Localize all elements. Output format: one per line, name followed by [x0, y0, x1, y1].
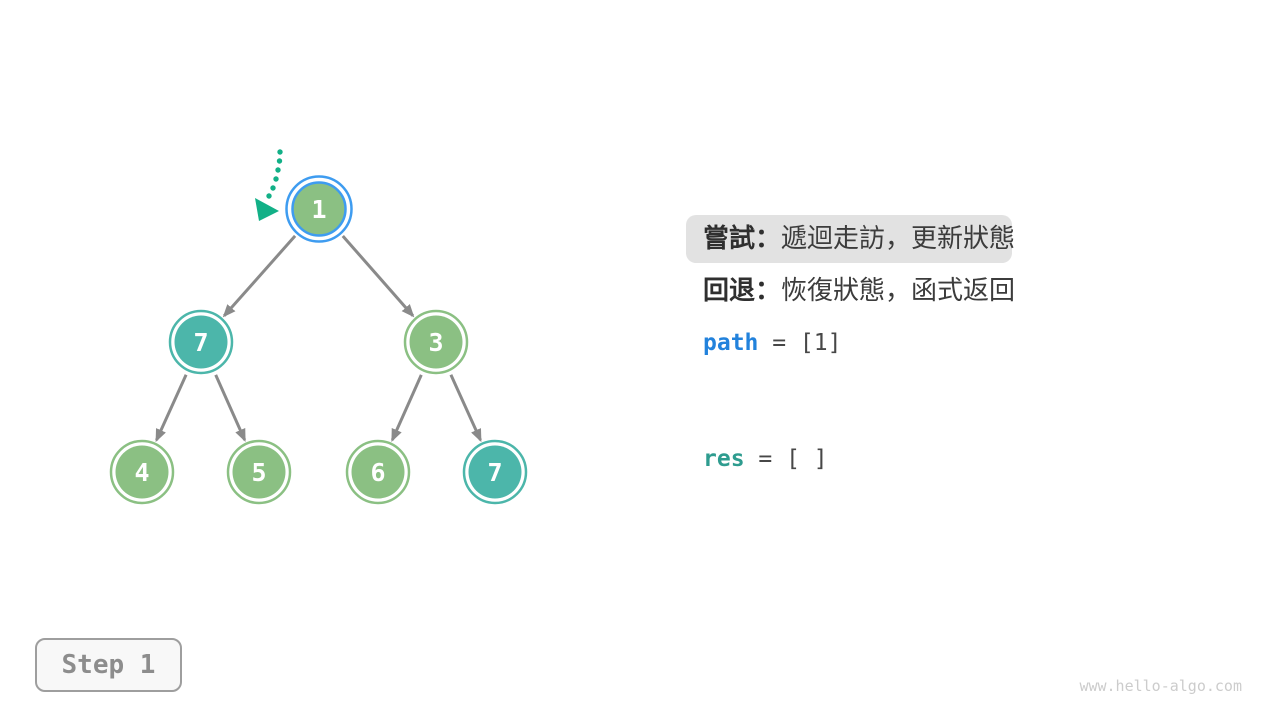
edge-3-to-6: [390, 374, 423, 442]
backtrack-label: 回退：: [703, 276, 782, 306]
node-ring: [109, 439, 175, 505]
path-value: = [1]: [758, 330, 842, 356]
tree-node-7-left: 7: [168, 309, 234, 375]
node-value: 7: [487, 458, 502, 487]
res-state-line: res = [ ]: [703, 445, 828, 473]
tree-node-1-current: 1: [285, 175, 353, 243]
backtrack-annotation: 回退：恢復狀態，函式返回: [703, 267, 1015, 315]
node-ring: [226, 439, 292, 505]
edge-7-to-4: [155, 374, 188, 443]
try-highlight-box: [686, 215, 1012, 263]
res-variable: res: [703, 446, 745, 472]
tree-node-6: 6: [345, 439, 411, 505]
binary-tree-diagram: 1 7 3 4 5 6 7: [109, 149, 528, 505]
node-circle: [232, 445, 286, 499]
path-state-line: path = [1]: [703, 329, 841, 357]
step-badge: Step 1: [35, 638, 182, 692]
node-value: 4: [134, 458, 149, 487]
pointer-dot: [276, 158, 283, 164]
tree-edges: [155, 234, 482, 443]
edge-1-to-3: [341, 235, 415, 318]
res-value: = [ ]: [744, 446, 828, 472]
node-circle: [351, 445, 405, 499]
step-label: Step 1: [61, 650, 156, 680]
current-node-pointer-arrow: [255, 149, 283, 221]
node-circle: [291, 181, 347, 237]
tree-node-7-right: 7: [462, 439, 528, 505]
watermark: www.hello-algo.com: [1079, 677, 1242, 695]
pointer-dot: [266, 193, 272, 199]
node-circle: [115, 445, 169, 499]
node-ring: [345, 439, 411, 505]
node-value: 1: [311, 195, 326, 224]
node-value: 6: [370, 458, 385, 487]
node-ring: [403, 309, 469, 375]
try-label: 嘗試：: [703, 224, 782, 254]
pointer-triangle-icon: [255, 198, 279, 221]
tree-node-5: 5: [226, 439, 292, 505]
edge-1-to-7: [222, 234, 297, 318]
pointer-dot: [277, 149, 283, 155]
edge-3-to-7: [449, 374, 482, 443]
tree-node-4: 4: [109, 439, 175, 505]
node-value: 3: [428, 328, 443, 357]
backtrack-text: 恢復狀態，函式返回: [781, 276, 1016, 306]
node-value: 5: [251, 458, 266, 487]
pointer-dot: [273, 176, 279, 182]
edge-7-to-5: [214, 374, 247, 442]
path-variable: path: [703, 330, 759, 356]
try-text: 遞迴走訪，更新狀態: [781, 224, 1016, 254]
node-highlight-ring: [285, 175, 353, 243]
node-circle: [468, 445, 522, 499]
node-circle: [409, 315, 463, 369]
node-ring: [168, 309, 234, 375]
node-circle: [174, 315, 228, 369]
node-ring: [462, 439, 528, 505]
try-annotation: 嘗試：遞迴走訪，更新狀態: [703, 215, 1015, 263]
pointer-dot: [275, 167, 281, 173]
tree-node-3: 3: [403, 309, 469, 375]
pointer-dot: [270, 185, 276, 191]
node-value: 7: [193, 328, 208, 357]
